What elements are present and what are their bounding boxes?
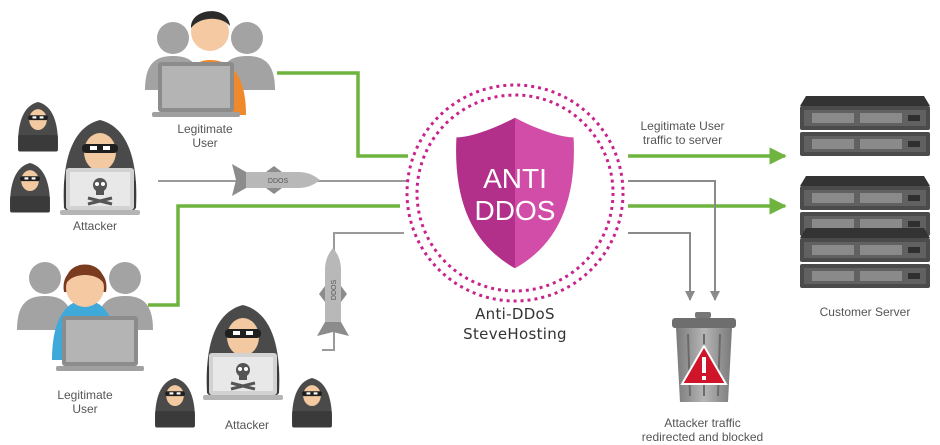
traffic-lines bbox=[148, 71, 787, 351]
hooded-attacker-icon bbox=[292, 378, 332, 428]
label-attacker-traffic: Attacker traffic redirected and blocked bbox=[641, 416, 764, 444]
skull-laptop-icon bbox=[201, 351, 285, 402]
hooded-attacker-icon bbox=[10, 163, 50, 213]
label-attacker-bottom: Attacker bbox=[224, 418, 269, 432]
server-rack-icon bbox=[800, 176, 930, 236]
label-legitimate-user-bottom: Legitimate User bbox=[57, 388, 113, 416]
attacker-group-bottom bbox=[155, 305, 332, 428]
shield-icon bbox=[453, 114, 577, 272]
svg-text:DDOS: DDOS bbox=[268, 178, 289, 185]
dotted-ring-outer bbox=[405, 83, 625, 303]
laptop-icon bbox=[56, 316, 144, 371]
user-head-icon bbox=[191, 13, 229, 51]
legitimate-user-bottom bbox=[17, 262, 153, 371]
label-customer-server: Customer Server bbox=[819, 305, 911, 319]
legit-line-bottom bbox=[148, 204, 400, 307]
dotted-ring-inner bbox=[415, 93, 615, 293]
ddos-missile-icon: DDOS bbox=[317, 248, 349, 336]
attack-arrow-bin-right bbox=[628, 180, 720, 301]
server-rack-icon bbox=[800, 96, 930, 156]
server-rack-icon bbox=[800, 228, 930, 288]
shield-text-line2: DDOS bbox=[475, 195, 556, 226]
svg-text:DDOS: DDOS bbox=[331, 280, 338, 301]
label-legitimate-user-top: Legitimate User bbox=[177, 122, 233, 150]
legit-line-top bbox=[277, 71, 408, 158]
customer-servers bbox=[800, 96, 930, 288]
laptop-icon bbox=[152, 62, 240, 117]
anti-ddos-shield: ANTI DDOS bbox=[405, 83, 625, 303]
legitimate-user-top bbox=[145, 11, 275, 117]
service-name: Anti-DDoS SteveHosting bbox=[463, 305, 567, 343]
user-head-icon bbox=[66, 269, 104, 307]
shield-text-line1: ANTI bbox=[483, 163, 547, 194]
hooded-attacker-icon bbox=[155, 378, 195, 428]
label-attacker-left: Attacker bbox=[72, 219, 117, 233]
label-legitimate-traffic: Legitimate User traffic to server bbox=[640, 119, 725, 147]
ddos-missile-icon: DDOS bbox=[232, 164, 320, 196]
hooded-attacker-icon bbox=[18, 102, 58, 152]
trash-bin-icon bbox=[672, 312, 736, 402]
attacker-group-left bbox=[10, 102, 142, 217]
attack-arrow-bin-left bbox=[628, 232, 695, 301]
skull-laptop-icon bbox=[58, 166, 142, 217]
